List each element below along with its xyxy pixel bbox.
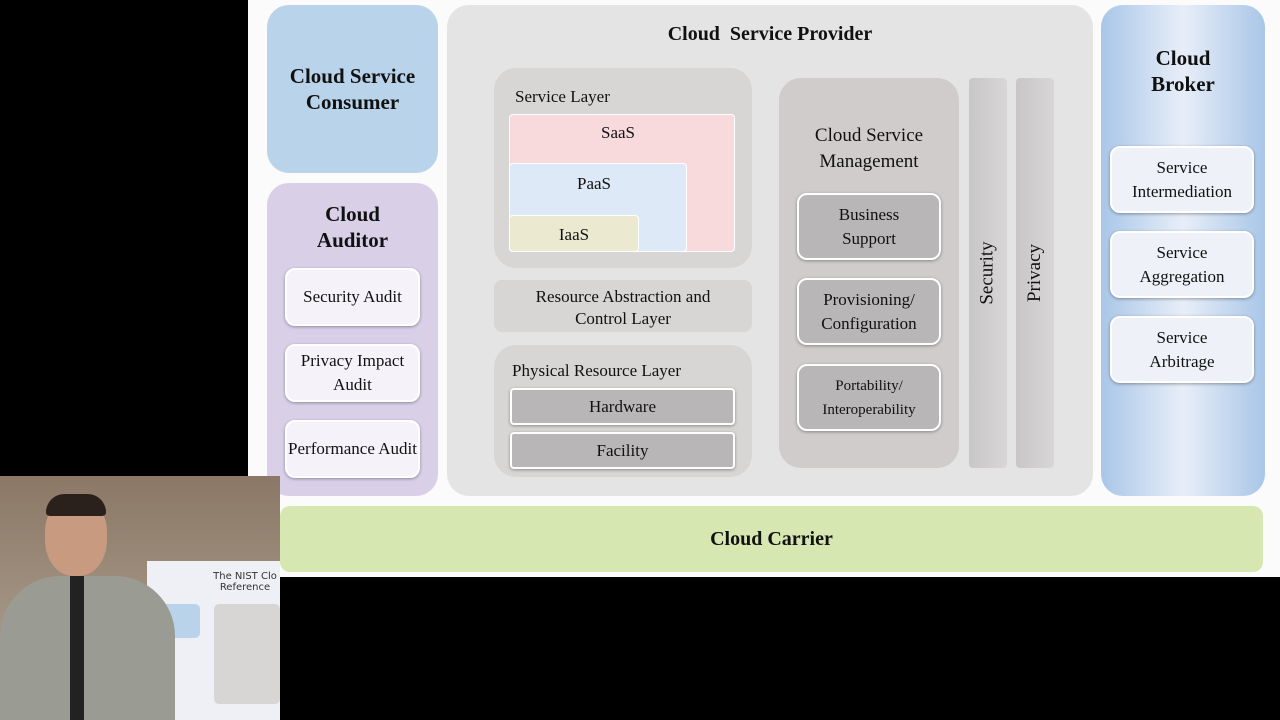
service-aggregation: Service Aggregation: [1110, 231, 1254, 298]
management-title: Cloud Service Management: [814, 125, 924, 172]
paas-label: PaaS: [577, 174, 611, 193]
resource-abstraction-layer: Resource Abstraction and Control Layer: [494, 280, 752, 332]
provisioning-configuration: Provisioning/ Configuration: [797, 278, 941, 345]
physical-layer-title: Physical Resource Layer: [512, 361, 681, 380]
webcam-slide-provider: [214, 604, 280, 704]
privacy-bar: Privacy: [1016, 78, 1054, 468]
privacy-impact-audit: Privacy Impact Audit: [285, 344, 420, 402]
presenter-hair: [46, 494, 106, 516]
business-support: Business Support: [797, 193, 941, 260]
presenter-body: [0, 576, 175, 720]
auditor-title: Cloud Auditor: [316, 202, 389, 252]
security-audit: Security Audit: [285, 268, 420, 326]
webcam-slide-title: The NIST Clo Reference: [213, 571, 277, 593]
portability-interoperability: Portability/ Interoperability: [797, 364, 941, 431]
carrier-title: Cloud Carrier: [710, 528, 833, 550]
consumer-title: Cloud Service Consumer: [289, 64, 416, 114]
service-arbitrage: Service Arbitrage: [1110, 316, 1254, 383]
security-label: Security: [977, 241, 999, 305]
broker-title: Cloud Broker: [1151, 46, 1215, 96]
performance-audit: Performance Audit: [285, 420, 420, 478]
hardware: Hardware: [510, 388, 735, 425]
provider-title: Cloud Service Provider: [667, 23, 873, 45]
iaas-label: IaaS: [558, 225, 590, 244]
presenter-tie: [70, 576, 84, 720]
saas-label: SaaS: [601, 123, 635, 142]
privacy-label: Privacy: [1024, 243, 1046, 303]
cloud-service-consumer: Cloud Service Consumer: [267, 5, 438, 173]
service-layer-title: Service Layer: [515, 87, 610, 106]
facility: Facility: [510, 432, 735, 469]
iaas-layer: [509, 215, 639, 252]
presenter-webcam: The NIST Clo Reference: [0, 476, 280, 720]
cloud-carrier: Cloud Carrier: [280, 506, 1263, 572]
security-bar: Security: [969, 78, 1007, 468]
service-intermediation: Service Intermediation: [1110, 146, 1254, 213]
